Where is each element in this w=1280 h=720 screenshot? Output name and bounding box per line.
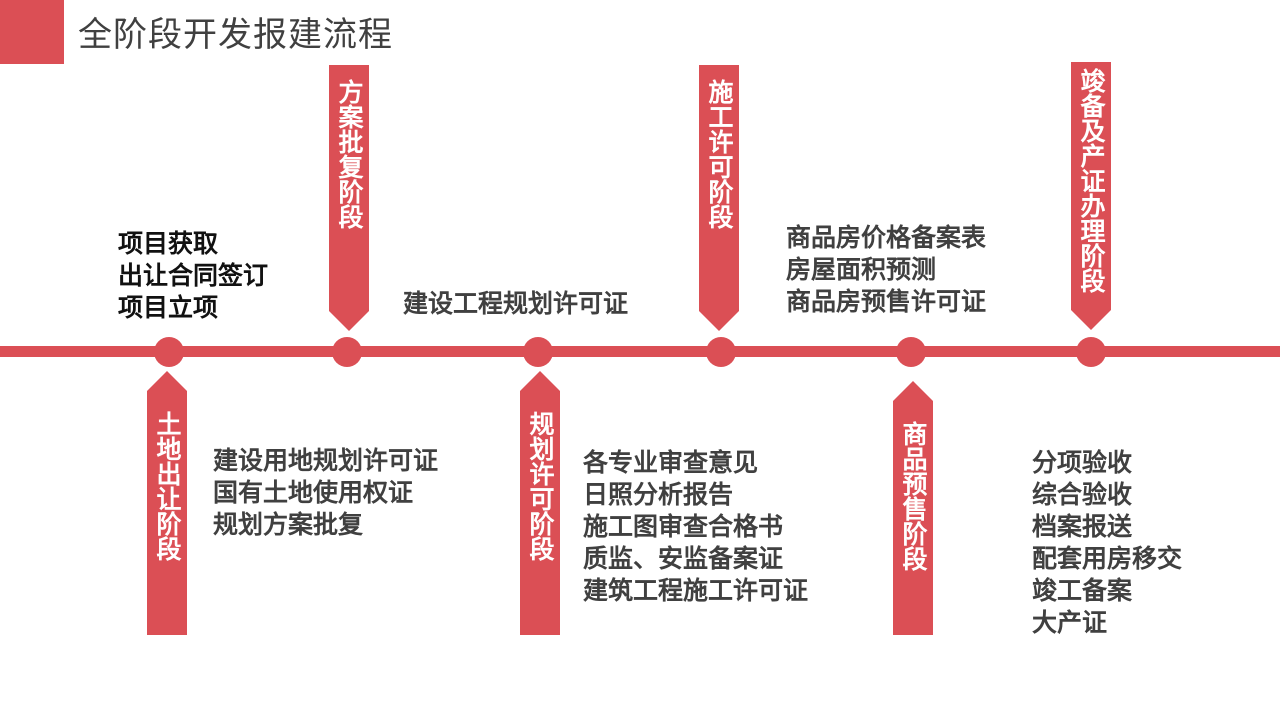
corner-accent-block: [0, 0, 64, 64]
detail-item: 分项验收: [1032, 448, 1133, 477]
detail-item: 房屋面积预测: [786, 255, 937, 284]
detail-item: 大产证: [1032, 608, 1108, 637]
detail-item: 施工图审查合格书: [583, 512, 784, 541]
stage-label: 施工许可阶段: [705, 79, 734, 229]
stage-tag-scheme-approval: 方案批复阶段: [329, 65, 369, 331]
detail-item: 配套用房移交: [1032, 544, 1183, 573]
stage-label: 商品预售阶段: [899, 421, 928, 571]
page-title: 全阶段开发报建流程: [78, 15, 393, 55]
detail-presale: 商品房价格备案表 房屋面积预测 商品房预售许可证: [786, 222, 986, 318]
timeline-dot-4: [706, 337, 736, 367]
stage-tag-completion: 竣备及产证办理阶段: [1071, 62, 1111, 330]
detail-item: 项目立项: [118, 293, 219, 322]
timeline-dot-5: [896, 337, 926, 367]
timeline-dot-1: [154, 337, 184, 367]
stage-label: 方案批复阶段: [335, 79, 364, 229]
detail-project: 项目获取 出让合同签订 项目立项: [118, 228, 268, 324]
detail-item: 档案报送: [1032, 512, 1133, 541]
detail-item: 日照分析报告: [583, 480, 734, 509]
timeline-line: [0, 346, 1280, 357]
detail-item: 商品房价格备案表: [786, 223, 987, 252]
timeline-dot-3: [523, 337, 553, 367]
stage-tag-planning-permit: 规划许可阶段: [520, 371, 560, 635]
detail-construction: 各专业审查意见 日照分析报告 施工图审查合格书 质监、安监备案证 建筑工程施工许…: [583, 447, 808, 607]
stage-label: 土地出让阶段: [153, 411, 182, 561]
detail-item: 项目获取: [118, 229, 219, 258]
stage-tag-presale: 商品预售阶段: [893, 381, 933, 635]
detail-item: 竣工备案: [1032, 576, 1133, 605]
detail-land: 建设用地规划许可证 国有土地使用权证 规划方案批复: [213, 445, 438, 541]
stage-tag-land-transfer: 土地出让阶段: [147, 371, 187, 635]
timeline-dot-2: [332, 337, 362, 367]
stage-label: 竣备及产证办理阶段: [1077, 68, 1106, 293]
detail-item: 规划方案批复: [213, 510, 364, 539]
detail-item: 综合验收: [1032, 480, 1133, 509]
timeline-dot-6: [1076, 337, 1106, 367]
stage-tag-construction-permit: 施工许可阶段: [699, 65, 739, 331]
detail-item: 出让合同签订: [118, 261, 269, 290]
detail-item: 建设工程规划许可证: [403, 289, 629, 318]
detail-plan-permit: 建设工程规划许可证: [403, 288, 628, 320]
detail-item: 建筑工程施工许可证: [583, 576, 809, 605]
detail-item: 质监、安监备案证: [583, 544, 784, 573]
detail-item: 各专业审查意见: [583, 448, 759, 477]
detail-item: 建设用地规划许可证: [213, 446, 439, 475]
detail-item: 商品房预售许可证: [786, 287, 987, 316]
stage-label: 规划许可阶段: [526, 411, 555, 561]
detail-completion: 分项验收 综合验收 档案报送 配套用房移交 竣工备案 大产证: [1032, 447, 1182, 639]
detail-item: 国有土地使用权证: [213, 478, 414, 507]
